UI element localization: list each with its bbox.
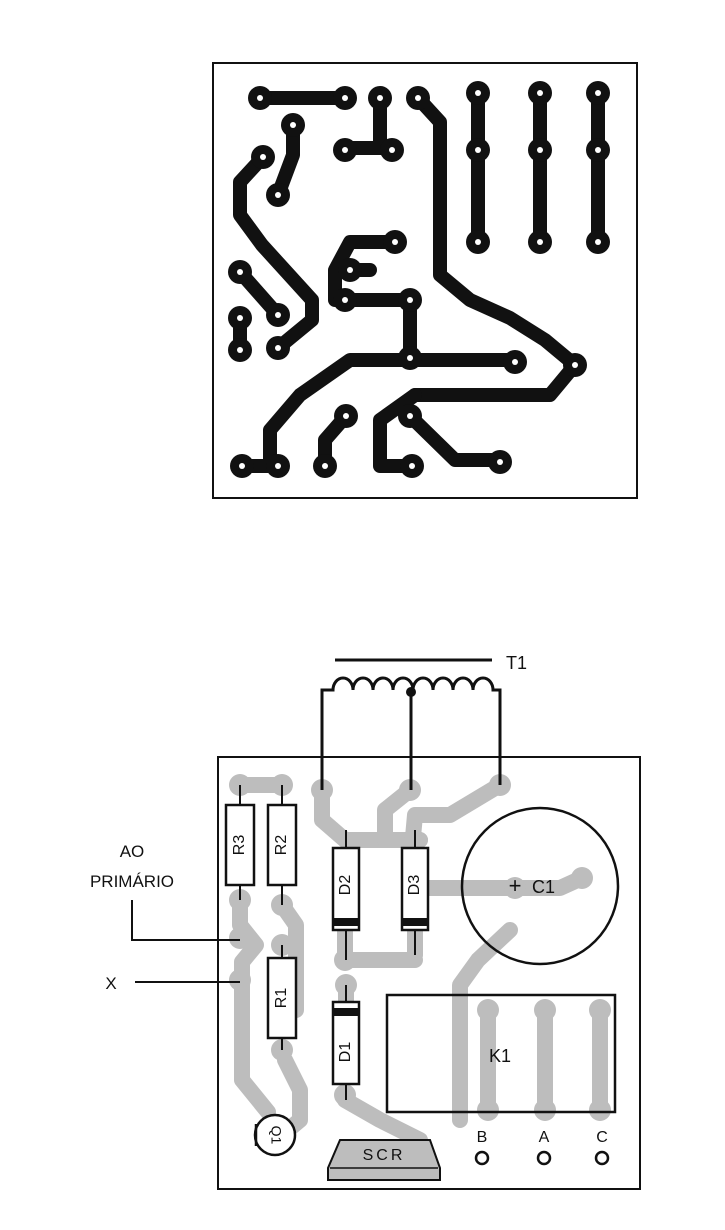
ao-label-line2: PRIMÁRIO [90,872,174,891]
x-lead: X [105,974,240,993]
x-label: X [105,974,116,993]
d2-label: D2 [337,875,354,896]
terminal-a-label: A [539,1129,550,1146]
r1-label: R1 [273,988,290,1009]
pcb-board-outline-top [212,62,638,499]
transformer-t1 [320,658,502,790]
diode-d1: D1 [331,985,361,1100]
diode-d3: D3 [400,830,430,955]
transformer-label: T1 [506,653,527,673]
transformer-tap-dot [406,687,416,697]
terminal-b-pad [474,1150,490,1166]
scr-label: SCR [363,1147,406,1164]
ao-label-line1: AO [120,842,145,861]
terminal-a-pad [536,1150,552,1166]
d3-label: D3 [406,875,423,896]
terminal-b-label: B [477,1129,488,1146]
transistor-q1: Q1 [253,1113,297,1157]
capacitor-c1: + C1 [460,806,620,966]
r3-label: R3 [231,835,248,856]
resistor-r1: R1 [266,945,298,1050]
terminal-c-pad [594,1150,610,1166]
terminals: B A C [474,1129,610,1166]
scr: SCR [327,1139,441,1181]
relay-k1: K1 [385,993,617,1114]
resistor-r2: R2 [266,785,298,905]
pcb-board-outline-bottom [217,756,641,1190]
d1-label: D1 [337,1042,354,1063]
c1-polarity: + [509,873,522,898]
k1-label: K1 [489,1046,511,1066]
r2-label: R2 [273,835,290,856]
pcb-copper-layout [212,62,638,499]
diode-d2: D2 [331,830,361,960]
c1-label: C1 [532,877,555,897]
ao-primario-lead: AO PRIMÁRIO [90,842,240,941]
q1-label: Q1 [268,1126,284,1145]
pcb-component-layout: T1 R3 R2 R1 D2 [90,653,641,1190]
terminal-c-label: C [596,1129,608,1146]
copper-pad-holes [237,90,601,469]
resistor-r3: R3 [224,785,256,900]
